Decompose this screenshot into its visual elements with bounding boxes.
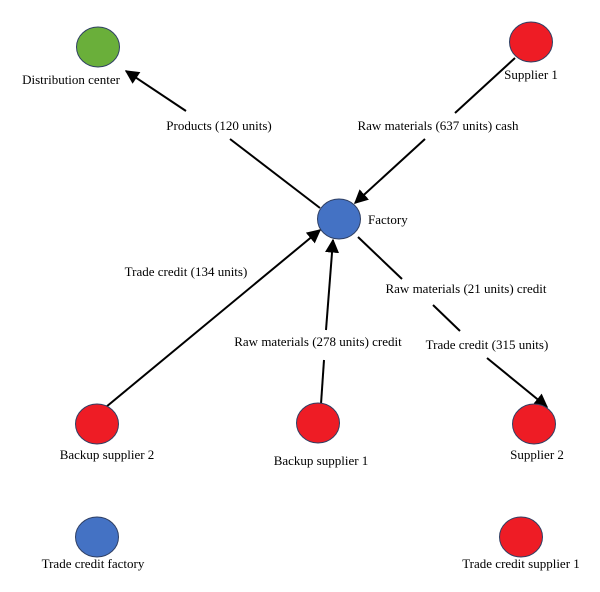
edge-label-trade-credit-315: Trade credit (315 units): [426, 337, 549, 352]
edge-products-lower: [229, 138, 321, 209]
edge-products-upper: [124, 70, 187, 112]
edge-factory-supplier2-b: [432, 304, 461, 332]
edge-label-products: Products (120 units): [166, 118, 271, 133]
factory-label: Factory: [368, 212, 408, 227]
edge-factory-supplier2-c: [486, 357, 549, 408]
edge-labels: Products (120 units) Raw materials (637 …: [125, 118, 549, 352]
backup-supplier-1-label: Backup supplier 1: [274, 453, 369, 468]
supplier-2-label: Supplier 2: [510, 447, 564, 462]
edge-raw-cash-lower: [353, 138, 426, 204]
edge-label-raw-cash: Raw materials (637 units) cash: [357, 118, 519, 133]
edge-label-trade-credit-134: Trade credit (134 units): [125, 264, 248, 279]
trade-credit-factory-label: Trade credit factory: [42, 556, 145, 571]
supplier-1-label: Supplier 1: [504, 67, 558, 82]
backup-supplier-2-node: [75, 403, 119, 445]
supplier-1-node: [509, 21, 553, 63]
trade-credit-supplier-1-node: [499, 516, 543, 558]
edge-label-raw-21: Raw materials (21 units) credit: [385, 281, 546, 296]
backup-supplier-1-node: [296, 402, 340, 444]
edge-factory-supplier2-a: [357, 236, 403, 280]
nodes: [75, 21, 556, 558]
edge-trade-credit-134: [105, 229, 322, 408]
backup-supplier-2-label: Backup supplier 2: [60, 447, 155, 462]
edge-raw-cash-upper: [454, 57, 516, 114]
edge-raw-278-lower: [320, 359, 325, 405]
edge-label-raw-278: Raw materials (278 units) credit: [234, 334, 402, 349]
distribution-center-label: Distribution center: [22, 72, 121, 87]
factory-node: [317, 198, 361, 240]
edges: [105, 57, 549, 408]
trade-credit-factory-node: [75, 516, 119, 558]
supplier-2-node: [512, 403, 556, 445]
node-labels: Distribution center Supplier 1 Factory B…: [22, 67, 580, 571]
trade-credit-supplier-1-label: Trade credit supplier 1: [462, 556, 580, 571]
edge-raw-278-upper: [325, 238, 340, 331]
distribution-center-node: [76, 26, 120, 68]
